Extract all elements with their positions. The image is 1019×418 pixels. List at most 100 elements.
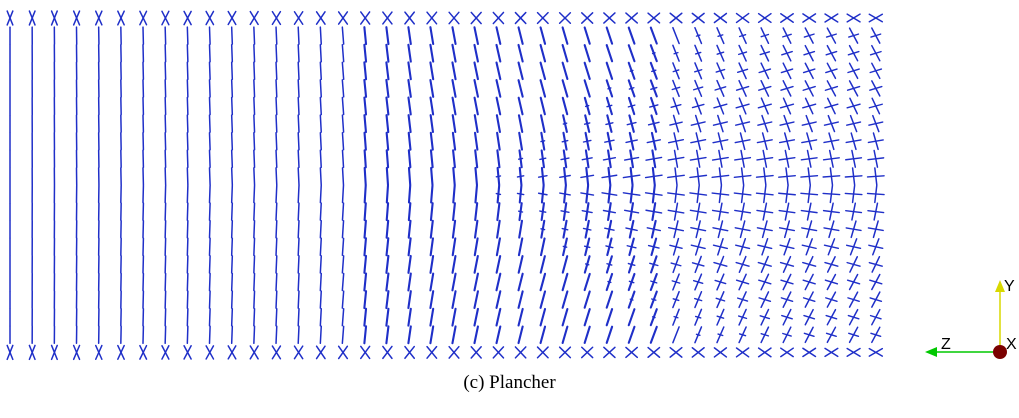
director-cross-glyph	[689, 209, 707, 214]
director-glyph	[341, 202, 345, 221]
director-glyph	[253, 307, 256, 327]
director-cross-glyph	[711, 192, 730, 196]
director-glyph	[496, 219, 501, 239]
director-glyph	[297, 272, 300, 292]
director-glyph	[253, 272, 256, 292]
director-glyph	[583, 26, 591, 45]
director-cross-glyph	[869, 279, 883, 285]
director-glyph	[539, 61, 547, 81]
director-cross-glyph	[645, 156, 663, 161]
director-cross-glyph	[736, 297, 749, 302]
director-glyph	[341, 96, 345, 116]
director-cross-glyph	[562, 245, 568, 248]
director-glyph	[517, 272, 524, 292]
director-cross-glyph	[627, 262, 636, 266]
director-cross-glyph	[735, 261, 750, 267]
director-cross-glyph	[822, 209, 840, 214]
director-glyph	[186, 96, 189, 116]
director-cross-glyph	[690, 227, 707, 232]
director-glyph	[429, 202, 434, 222]
director-cross-glyph	[738, 333, 747, 337]
director-glyph	[208, 149, 211, 169]
director-glyph	[297, 202, 300, 221]
director-glyph	[319, 202, 322, 221]
director-cross-glyph	[868, 244, 884, 250]
director-glyph	[605, 44, 614, 63]
director-glyph	[473, 26, 479, 45]
director-glyph	[429, 131, 434, 151]
edge-glyph-b	[337, 345, 349, 360]
edge-glyph-b	[780, 347, 794, 358]
director-glyph	[495, 114, 501, 134]
director-glyph	[539, 237, 546, 257]
director-glyph	[451, 307, 457, 327]
director-cross-glyph	[691, 262, 705, 267]
director-glyph	[539, 96, 546, 116]
director-glyph	[605, 26, 614, 45]
director-cross-glyph	[734, 156, 752, 161]
director-glyph	[517, 307, 524, 327]
director-cross-glyph	[846, 279, 861, 285]
director-glyph	[230, 131, 234, 151]
director-glyph	[407, 307, 412, 327]
director-cross-glyph	[803, 332, 815, 337]
director-cross-glyph	[800, 192, 819, 196]
director-cross-glyph	[782, 33, 792, 38]
director-glyph	[297, 149, 300, 169]
director-glyph	[186, 131, 189, 151]
director-cross-glyph	[738, 51, 748, 56]
edge-glyph-b	[868, 347, 884, 357]
edge-glyph-b	[691, 12, 705, 24]
director-glyph	[407, 61, 412, 81]
director-glyph	[451, 254, 457, 274]
director-glyph	[341, 219, 345, 239]
director-glyph	[319, 43, 323, 63]
director-glyph	[495, 255, 502, 274]
director-glyph	[186, 307, 189, 327]
director-cross-glyph	[647, 121, 660, 126]
director-cross-glyph	[714, 279, 727, 285]
director-glyph	[495, 61, 502, 81]
director-glyph	[341, 167, 345, 186]
director-cross-glyph	[711, 156, 729, 161]
director-glyph	[407, 96, 412, 116]
director-glyph	[319, 96, 323, 116]
edge-glyph-b	[691, 347, 705, 358]
director-glyph	[275, 290, 278, 309]
edge-glyph-b	[161, 344, 170, 360]
director-cross-glyph	[825, 68, 838, 74]
director-cross-glyph	[845, 227, 862, 232]
director-glyph	[253, 255, 256, 274]
director-cross-glyph	[625, 139, 638, 144]
director-glyph	[275, 325, 278, 345]
director-cross-glyph	[717, 34, 724, 38]
director-cross-glyph	[846, 103, 861, 109]
director-glyph	[385, 61, 390, 81]
director-cross-glyph	[845, 139, 862, 144]
edge-glyph-b	[72, 344, 81, 361]
director-cross-glyph	[673, 51, 679, 55]
director-cross-glyph	[645, 209, 663, 214]
director-cross-glyph	[628, 280, 635, 284]
director-glyph	[319, 184, 322, 204]
director-cross-glyph	[623, 156, 640, 161]
director-glyph	[452, 202, 456, 222]
director-cross-glyph	[803, 50, 816, 56]
director-glyph	[451, 272, 457, 292]
director-glyph	[363, 114, 367, 134]
edge-glyph-b	[360, 11, 371, 25]
director-cross-glyph	[735, 121, 751, 126]
director-glyph	[297, 307, 300, 327]
director-cross-glyph	[801, 139, 818, 144]
director-glyph	[473, 96, 479, 116]
director-glyph	[385, 149, 390, 169]
director-glyph	[230, 114, 234, 133]
director-cross-glyph	[671, 86, 681, 91]
director-glyph	[297, 79, 300, 98]
director-glyph	[363, 219, 367, 239]
director-cross-glyph	[847, 314, 860, 320]
director-cross-glyph	[735, 103, 750, 109]
director-cross-glyph	[540, 228, 546, 231]
director-cross-glyph	[866, 192, 885, 196]
director-glyph	[539, 255, 546, 274]
